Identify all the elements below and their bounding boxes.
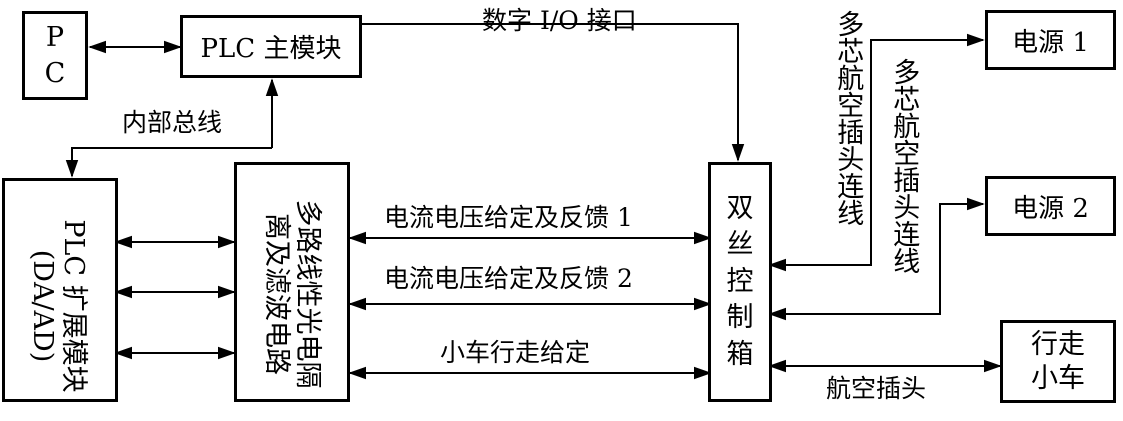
plc-digital-io-link — [360, 23, 745, 162]
plc-main-label: PLC 主模块 — [200, 34, 342, 64]
multicore-cable-label-2: 多芯航空插头连线 — [888, 58, 920, 274]
aviation-plug-label: 航空插头 — [826, 374, 927, 403]
dual-wire-control-box: 双 丝 控 制 箱 — [708, 162, 772, 402]
control-box-char-4: 制 — [726, 302, 754, 334]
cart-speed-label: 小车行走给定 — [440, 338, 591, 367]
plc-main-block: PLC 主模块 — [180, 15, 362, 78]
power-supply-1-label: 电源 1 — [1012, 27, 1089, 58]
feedback1-label: 电流电压给定及反馈 1 — [384, 203, 633, 232]
control-box-char-3: 控 — [726, 265, 754, 297]
power-supply-2-label: 电源 2 — [1012, 193, 1089, 224]
pc-block: P C — [22, 11, 88, 100]
cart-label-line2: 小车 — [1031, 362, 1085, 394]
travel-cart-block: 行走 小车 — [1000, 320, 1116, 403]
pc-label-c: C — [44, 57, 66, 89]
internal-bus-label: 内部总线 — [122, 108, 223, 137]
plc-extension-sublabel: (DA/AD) — [27, 249, 58, 363]
power2-link — [768, 197, 985, 321]
multicore-cable-label-1: 多芯航空插头连线 — [832, 10, 864, 226]
isolation-label-line1: 多路线性光电隔 — [292, 199, 324, 389]
power-supply-1: 电源 1 — [985, 10, 1116, 70]
cart-label-line1: 行走 — [1031, 328, 1085, 360]
control-box-char-5: 箱 — [726, 338, 754, 370]
connection-lines — [65, 23, 1002, 380]
control-box-char-1: 双 — [726, 192, 754, 224]
power1-link — [768, 33, 985, 272]
feedback2-label: 电流电压给定及反馈 2 — [384, 264, 633, 293]
plc-extension-label: PLC 扩展模块 — [58, 219, 90, 393]
internal-bus-down — [65, 147, 272, 178]
power-supply-2: 电源 2 — [985, 176, 1116, 236]
control-box-char-2: 丝 — [726, 229, 754, 261]
isolation-label-line2: 离及滤波电路 — [261, 213, 292, 375]
isolation-filter-block: 多路线性光电隔 离及滤波电路 — [234, 162, 350, 402]
plc-extension-block: PLC 扩展模块 (DA/AD) — [2, 178, 118, 402]
pc-label-p: P — [45, 22, 65, 54]
digital-io-label: 数字 I/O 接口 — [482, 6, 637, 35]
